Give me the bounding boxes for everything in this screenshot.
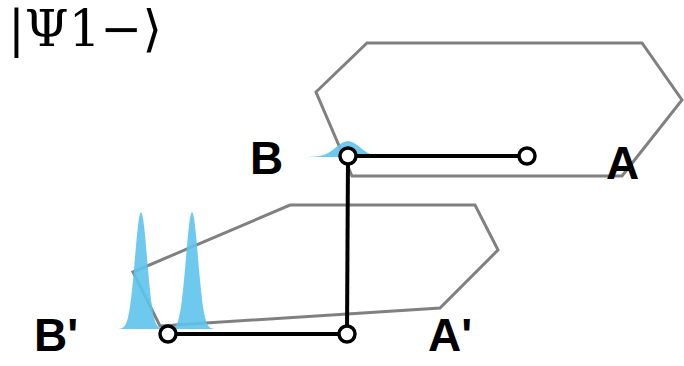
bond-line [168, 332, 347, 336]
site-circle [339, 326, 355, 342]
state-label: |Ψ1−⟩ [8, 4, 162, 54]
site-label: B [250, 135, 283, 181]
site-circle [160, 326, 176, 342]
site-label: B' [34, 312, 78, 358]
wavepacket-peak [168, 212, 216, 329]
bond-line [348, 154, 527, 158]
site-circle [340, 148, 356, 164]
site-label: A [606, 140, 639, 186]
bond-line [347, 156, 348, 334]
site-label: A' [428, 312, 472, 358]
wavepacket-peak [117, 212, 165, 329]
site-circle [519, 148, 535, 164]
